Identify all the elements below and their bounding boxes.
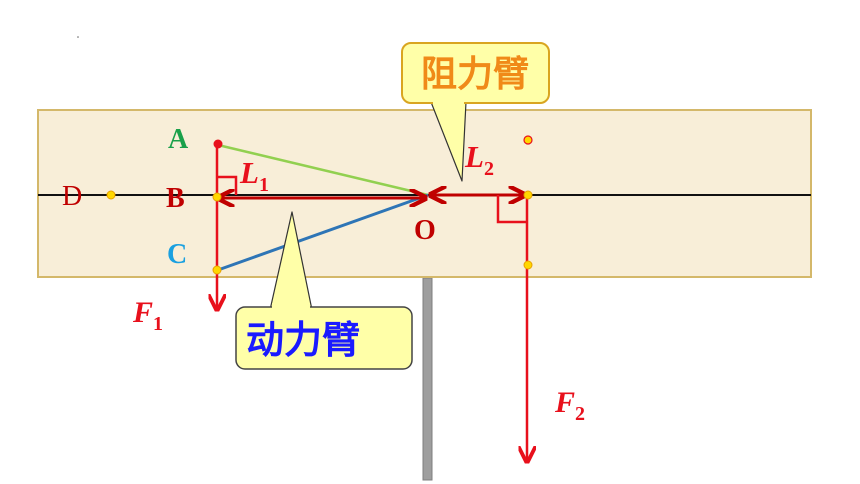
- label-a: A: [168, 124, 189, 155]
- right-angle-marker-f2: [496, 195, 527, 224]
- resistance-arm-label: 阻力臂: [421, 54, 529, 95]
- resistance-arm-callout-pointer: [430, 101, 467, 182]
- label-l1-sub: 1: [259, 174, 269, 196]
- right-axis-dot: [523, 190, 533, 200]
- label-f2-sub: 2: [575, 403, 585, 425]
- label-o: O: [414, 215, 436, 246]
- support-pole: [422, 277, 433, 481]
- label-f1: F1: [132, 296, 163, 335]
- label-l2-main: L: [464, 139, 484, 174]
- resistance-arm-callout: 阻力臂: [401, 42, 550, 182]
- label-l2: L2: [464, 139, 494, 180]
- right-angle-marker-b: [218, 175, 238, 195]
- upper-right-dot: [523, 135, 533, 145]
- label-c: C: [167, 239, 187, 270]
- label-f1-main: F: [132, 296, 153, 329]
- line-a-to-o: [217, 143, 429, 197]
- label-l2-sub: 2: [484, 158, 494, 180]
- point-a-dot: [213, 139, 223, 149]
- label-b: B: [166, 183, 185, 214]
- label-f2-main: F: [554, 386, 575, 419]
- label-f1-sub: 1: [153, 313, 163, 335]
- effort-arm-callout-seam: [272, 303, 310, 310]
- point-d-dot: [106, 190, 116, 200]
- speck: [77, 36, 79, 38]
- resistance-arm-callout-seam: [433, 99, 464, 105]
- point-c-dot: [212, 265, 222, 275]
- label-d: D: [62, 181, 82, 212]
- label-l1: L1: [239, 155, 269, 196]
- effort-arm-label: 动力臂: [246, 318, 360, 362]
- effort-arm-callout: 动力臂: [235, 211, 413, 370]
- resistance-arm-callout-box: [401, 42, 550, 104]
- line-c-to-o: [217, 193, 429, 272]
- effort-arm-callout-pointer: [269, 211, 313, 311]
- lower-right-dot: [523, 260, 533, 270]
- effort-arm-callout-box: [235, 306, 413, 370]
- label-f2: F2: [554, 386, 585, 425]
- label-l1-main: L: [239, 155, 259, 190]
- point-b-dot: [212, 192, 222, 202]
